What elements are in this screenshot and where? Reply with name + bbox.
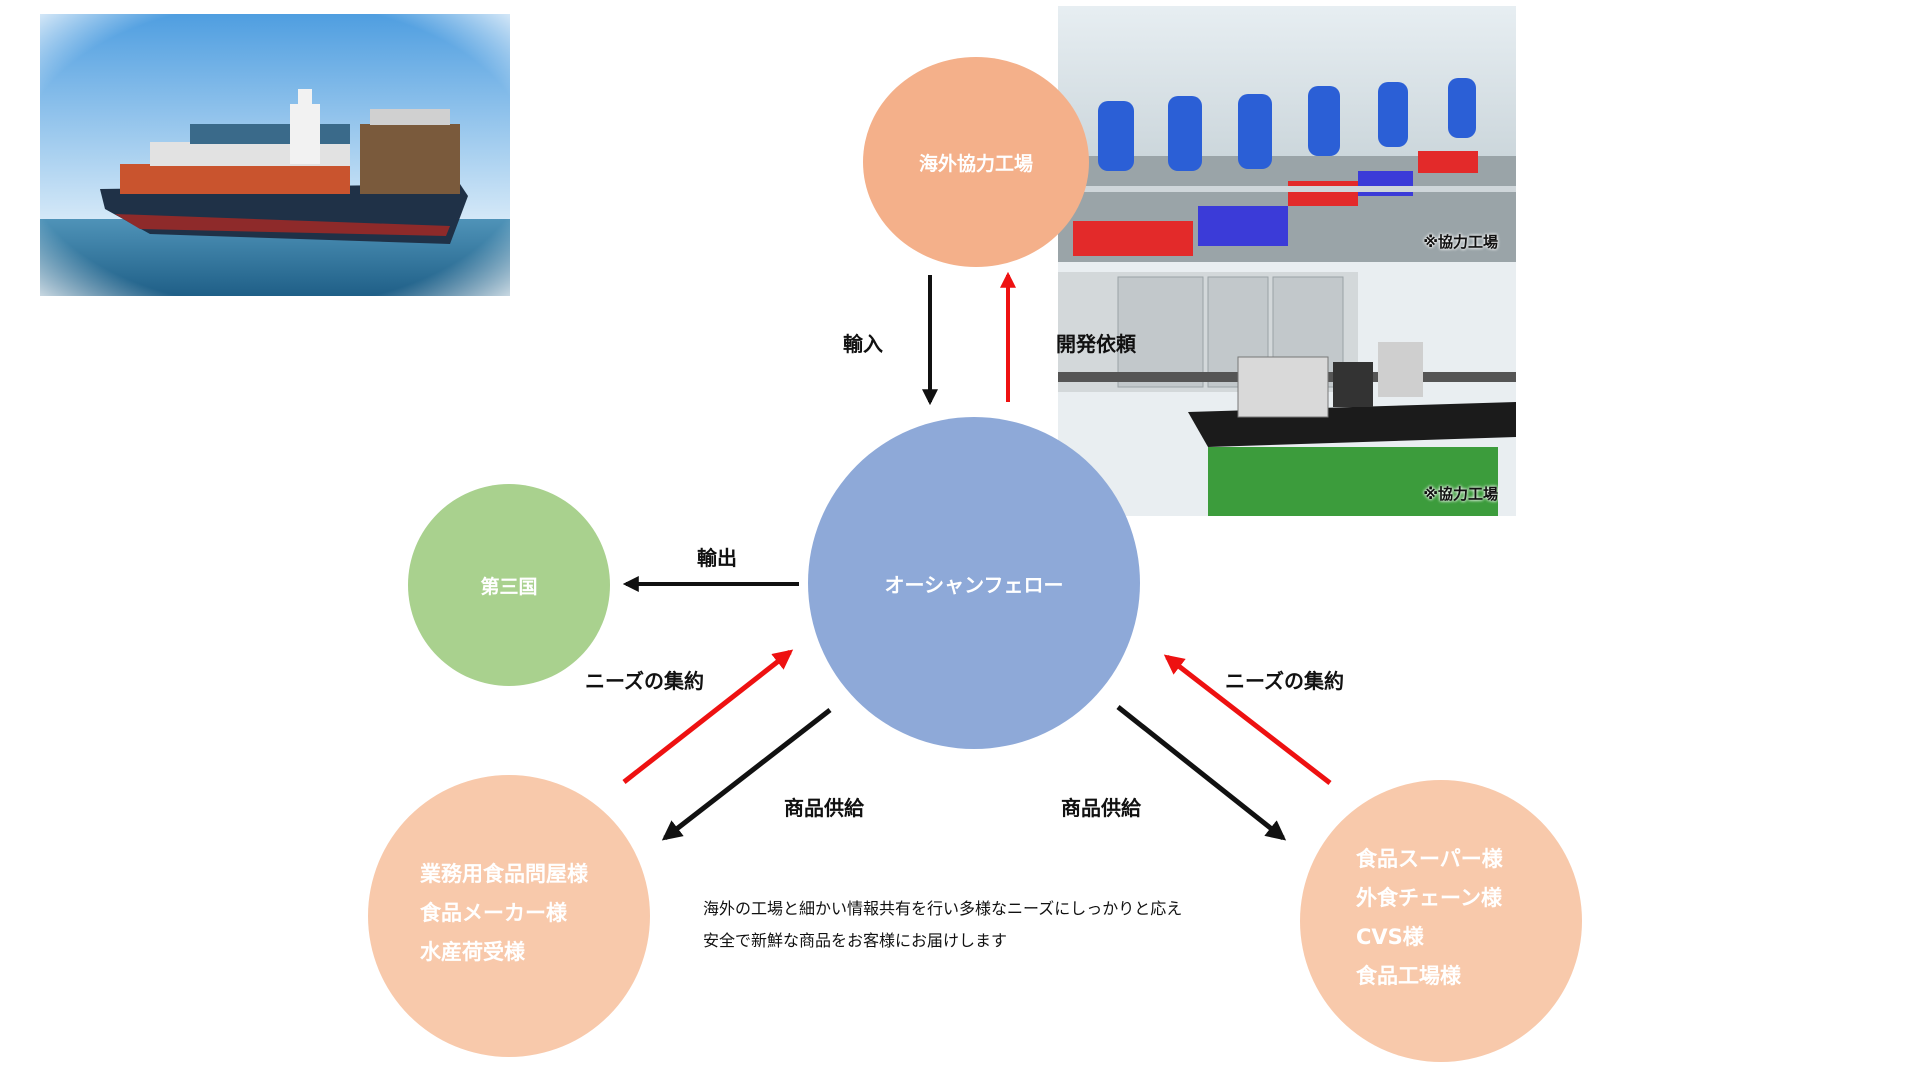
export-label: 輸出	[697, 546, 737, 570]
factory-lab-photo: ※協力工場	[1058, 262, 1516, 516]
laboratory-illustration	[1058, 262, 1516, 516]
third-country-label: 第三国	[480, 575, 538, 598]
supply-left-arrow	[661, 708, 832, 841]
supply-right-arrow	[1116, 705, 1287, 841]
needs-left-label: ニーズの集約	[585, 669, 704, 693]
customer-item: CVS様	[1356, 925, 1424, 949]
needs-left-arrow	[622, 649, 794, 784]
third-country-node: 第三国	[408, 484, 610, 686]
customer-item: 水産荷受様	[420, 940, 525, 964]
supply-left-label: 商品供給	[784, 796, 864, 820]
import-label: 輸入	[843, 332, 883, 356]
container-ship-illustration	[40, 14, 510, 296]
supply-right-label: 商品供給	[1061, 796, 1141, 820]
overseas-factory-label: 海外協力工場	[918, 152, 1033, 175]
container-ship-photo	[40, 14, 510, 296]
needs-right-label: ニーズの集約	[1225, 669, 1344, 693]
left-customers-node: 業務用食品問屋様 食品メーカー様 水産荷受様	[368, 775, 650, 1057]
photo-caption-bottom: ※協力工場	[1423, 485, 1498, 503]
customer-item: 食品スーパー様	[1356, 847, 1503, 871]
dev-request-label: 開発依頼	[1056, 332, 1136, 356]
ocean-fellow-label: オーシャンフェロー	[884, 572, 1064, 597]
ocean-fellow-node: オーシャンフェロー	[808, 417, 1140, 749]
customer-item: 外食チェーン様	[1356, 886, 1502, 910]
factory-work-photo: ※協力工場	[1058, 6, 1516, 264]
customer-item: 食品工場様	[1356, 964, 1461, 988]
description-text: 海外の工場と細かい情報共有を行い多様なニーズにしっかりと応え 安全で新鮮な商品を…	[703, 893, 1182, 957]
needs-right-arrow	[1163, 654, 1332, 785]
customer-item: 業務用食品問屋様	[420, 862, 588, 886]
photo-caption-top: ※協力工場	[1423, 233, 1498, 251]
overseas-factory-node: 海外協力工場	[863, 57, 1089, 267]
description-line: 安全で新鮮な商品をお客様にお届けします	[703, 931, 1008, 950]
customer-item: 食品メーカー様	[420, 901, 567, 925]
description-line: 海外の工場と細かい情報共有を行い多様なニーズにしっかりと応え	[703, 899, 1183, 918]
right-customers-node: 食品スーパー様 外食チェーン様 CVS様 食品工場様	[1300, 780, 1582, 1062]
factory-workers-illustration	[1058, 6, 1516, 264]
